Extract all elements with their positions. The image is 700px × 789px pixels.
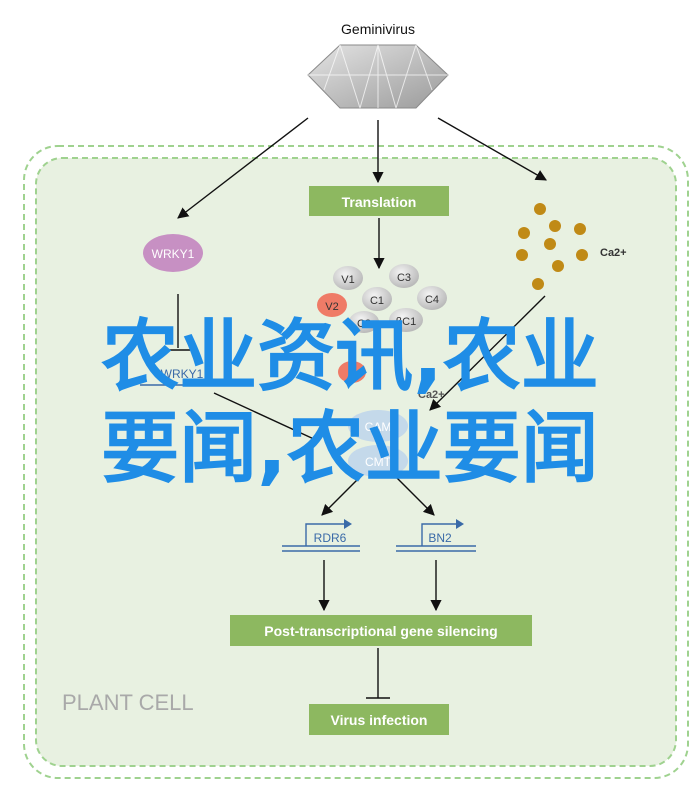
plant-cell-label: PLANT CELL: [62, 690, 194, 715]
protein-bc1-label: βC1: [396, 316, 416, 328]
arrow-virus-to-wrky: [177, 117, 309, 219]
protein-v2-label: V2: [325, 301, 338, 313]
arrow-cmt-to-bn2: [395, 476, 435, 516]
protein-v2: [317, 293, 347, 317]
wrky1-gene-label: WRKY1: [161, 367, 204, 381]
translation-label: Translation: [342, 194, 417, 210]
protein-c3: [389, 264, 419, 288]
wrky1-label: WRKY1: [152, 247, 195, 261]
viral-protein-cluster: V1 C3 V2 C1 C4 C2 βC1: [317, 264, 447, 383]
virus-infection-box: [309, 704, 449, 735]
protein-v2-lower: [338, 361, 366, 383]
geminivirus-label: Geminivirus: [341, 21, 415, 37]
protein-c4-label: C4: [425, 294, 439, 306]
cam-protein: [348, 410, 408, 442]
arrow-wrky-gene: [213, 392, 317, 441]
bn2-label: BN2: [428, 531, 452, 545]
geminivirus-particle: [307, 44, 449, 109]
protein-c2: [349, 311, 379, 333]
cmt-label: CMT: [365, 455, 392, 469]
arrow-cmt-to-rdr6: [321, 476, 361, 516]
ptgs-label: Post-transcriptional gene silencing: [264, 623, 497, 639]
cam-label: CAM: [365, 420, 392, 434]
ptgs-box: [230, 615, 532, 646]
protein-c4: [417, 286, 447, 310]
calcium-label: Ca2+: [600, 247, 627, 259]
protein-v1: [333, 266, 363, 290]
protein-c2-label: C2: [357, 318, 371, 330]
protein-c1-label: C1: [370, 295, 384, 307]
protein-bc1: [389, 308, 423, 332]
calcium-small-label: Ca2+: [418, 389, 445, 401]
protein-c1: [362, 287, 392, 311]
protein-v1-label: V1: [341, 274, 354, 286]
overlay-text-line-2: 要闻,农业要闻: [101, 404, 599, 494]
bn2-gene: [396, 519, 476, 552]
wrky1-protein: [143, 234, 203, 272]
virus-infection-label: Virus infection: [331, 712, 428, 728]
rdr6-label: RDR6: [314, 531, 347, 545]
overlay-text-line-1: 农业资讯,农业: [101, 312, 599, 402]
translation-box: [309, 186, 449, 216]
calcium-ions: [516, 203, 588, 290]
cmt-protein: [348, 445, 408, 477]
arrow-calcium-to-cam: [429, 295, 546, 411]
rdr6-gene: [282, 519, 360, 552]
protein-c3-label: C3: [397, 272, 411, 284]
arrow-virus-to-calcium: [437, 117, 547, 181]
